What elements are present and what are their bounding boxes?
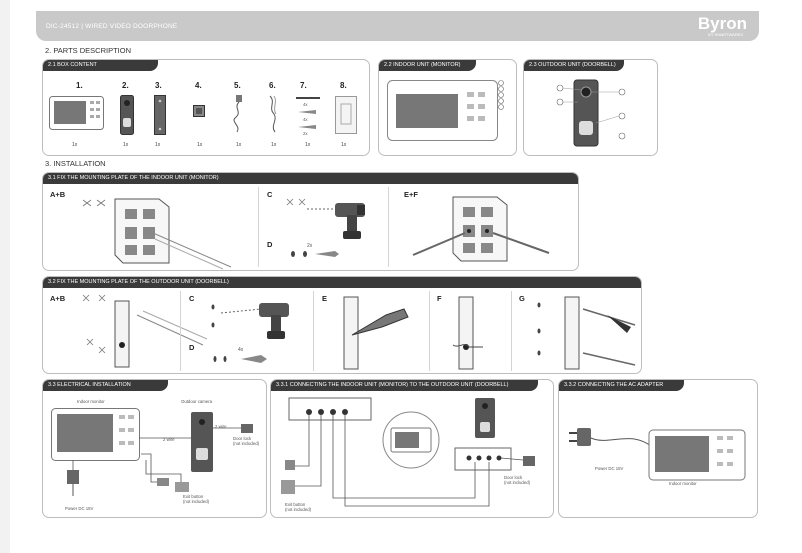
item-number: 7. [300, 81, 307, 90]
divider [180, 291, 181, 371]
divider [388, 187, 389, 267]
wall-plug-icon [291, 251, 339, 257]
item-qty: 1x [271, 142, 277, 148]
item-qty: 1x [155, 142, 161, 148]
step-label: E [322, 294, 328, 303]
item-number: 4. [195, 81, 202, 90]
drill-icon [286, 198, 365, 239]
panel-header: 3.2 FIX THE MOUNTING PLATE OF THE OUTDOO… [43, 277, 641, 288]
screw-count: 2x [303, 131, 308, 136]
step-label: D [189, 343, 195, 352]
wire-label: 2 wire [163, 437, 175, 442]
item-number: 8. [340, 81, 347, 90]
power-adapter-icon [233, 95, 242, 133]
item-number: 3. [155, 81, 162, 90]
item-number: 6. [269, 81, 276, 90]
panel-outdoor-unit: 2.3 OUTDOOR UNIT (DOORBELL) [523, 59, 658, 156]
mounting-plate-icon [154, 95, 166, 135]
panel-adapter: 3.3.2 CONNECTING THE AC ADAPTER Power DC… [558, 379, 758, 518]
adapter-diagram [569, 428, 746, 481]
power-label: Power DC 15V [595, 466, 624, 471]
document-title: DIC-24512 | WIRED VIDEO DOORPHONE [46, 23, 178, 30]
exit-button-label: Exit button [285, 502, 306, 507]
panel-indoor-unit: 2.2 INDOOR UNIT (MONITOR) [378, 59, 517, 156]
wire-label: 2 wire [215, 424, 227, 429]
door-lock-label: Door lock [504, 475, 523, 480]
panel-header: 2.3 OUTDOOR UNIT (DOORBELL) [524, 60, 624, 71]
anchor-count: 4x [303, 117, 308, 122]
drilling-template-icon [335, 96, 357, 134]
screw-outdoor-diagram [537, 296, 636, 370]
panel-header: 3.1 FIX THE MOUNTING PLATE OF THE INDOOR… [43, 173, 578, 184]
wire-icon [269, 95, 277, 133]
monitor-icon [49, 96, 104, 130]
cutter-diagram [343, 296, 409, 370]
screws-icon [296, 97, 320, 129]
brand-subtitle: BY SMARTWARES [708, 32, 743, 37]
wiring-diagram [281, 397, 535, 507]
item-number: 2. [122, 81, 129, 90]
anchor-count: 4x [238, 347, 244, 353]
door-lock-note: (not included) [233, 441, 260, 446]
divider [429, 291, 430, 371]
screw-mounting-diagram [412, 196, 550, 262]
power-label: Power DC 15V [65, 506, 94, 511]
drill-icon [211, 303, 289, 339]
step-label: A+B [50, 294, 66, 303]
panel-header: 2.1 BOX CONTENT [43, 60, 158, 71]
wire-through-diagram [452, 296, 483, 370]
step-label: F [437, 294, 442, 303]
item-number: 1. [76, 81, 83, 90]
panel-header: 3.3 ELECTRICAL INSTALLATION [43, 380, 168, 391]
wall-plug-icon [213, 355, 267, 363]
brand-logo: Byron [697, 14, 747, 33]
section-parts-title: 2. PARTS DESCRIPTION [45, 46, 131, 55]
panel-fix-outdoor: 3.2 FIX THE MOUNTING PLATE OF THE OUTDOO… [42, 276, 642, 374]
item-qty: 1x [236, 142, 242, 148]
step-label: C [189, 294, 195, 303]
indoor-monitor-label: Indoor monitor [77, 399, 105, 404]
exit-button-note: (not included) [183, 499, 210, 504]
step-label: C [267, 190, 273, 199]
step-label: A+B [50, 190, 66, 199]
panel-connecting: 3.3.1 CONNECTING THE INDOOR UNIT (MONITO… [270, 379, 554, 518]
panel-electrical: 3.3 ELECTRICAL INSTALLATION Indoor monit… [42, 379, 267, 518]
doorbell-diagram [556, 79, 626, 147]
indoor-monitor-label: Indoor monitor [669, 481, 697, 486]
item-qty: 1x [305, 142, 311, 148]
door-lock-label: Door lock [233, 436, 252, 441]
step-label: E+F [404, 190, 418, 199]
bracket-icon [193, 105, 205, 117]
exit-button-label: Exit button [183, 494, 204, 499]
exit-button-note: (not included) [285, 507, 312, 512]
panel-header: 3.3.2 CONNECTING THE AC ADAPTER [559, 380, 684, 391]
electrical-diagram [51, 408, 253, 496]
outdoor-plate-diagram [82, 294, 208, 368]
item-qty: 1x [123, 142, 129, 148]
outdoor-camera-label: Outdoor camera [181, 399, 213, 404]
item-number: 5. [234, 81, 241, 90]
divider [511, 291, 512, 371]
item-qty: 1x [341, 142, 347, 148]
screw-count: 4x [303, 102, 308, 107]
divider [258, 187, 259, 267]
item-qty: 1x [197, 142, 203, 148]
anchor-count: 2x [307, 243, 313, 249]
door-lock-note: (not included) [504, 480, 531, 485]
step-label: D [267, 240, 273, 249]
panel-header: 3.3.1 CONNECTING THE INDOOR UNIT (MONITO… [271, 380, 538, 391]
indoor-plate-diagram [82, 198, 232, 270]
panel-box-content: 2.1 BOX CONTENT 1. 1x 2. 1x 3. 1x 4. 1x … [42, 59, 370, 156]
doorbell-icon [120, 95, 134, 135]
section-installation-title: 3. INSTALLATION [45, 159, 106, 168]
monitor-diagram [387, 80, 504, 141]
page-edge [0, 0, 10, 553]
step-label: G [519, 294, 525, 303]
divider [313, 291, 314, 371]
panel-fix-indoor: 3.1 FIX THE MOUNTING PLATE OF THE INDOOR… [42, 172, 579, 271]
panel-header: 2.2 INDOOR UNIT (MONITOR) [379, 60, 476, 71]
item-qty: 1x [72, 142, 78, 148]
header-bar: DIC-24512 | WIRED VIDEO DOORPHONE Byron … [36, 11, 759, 41]
